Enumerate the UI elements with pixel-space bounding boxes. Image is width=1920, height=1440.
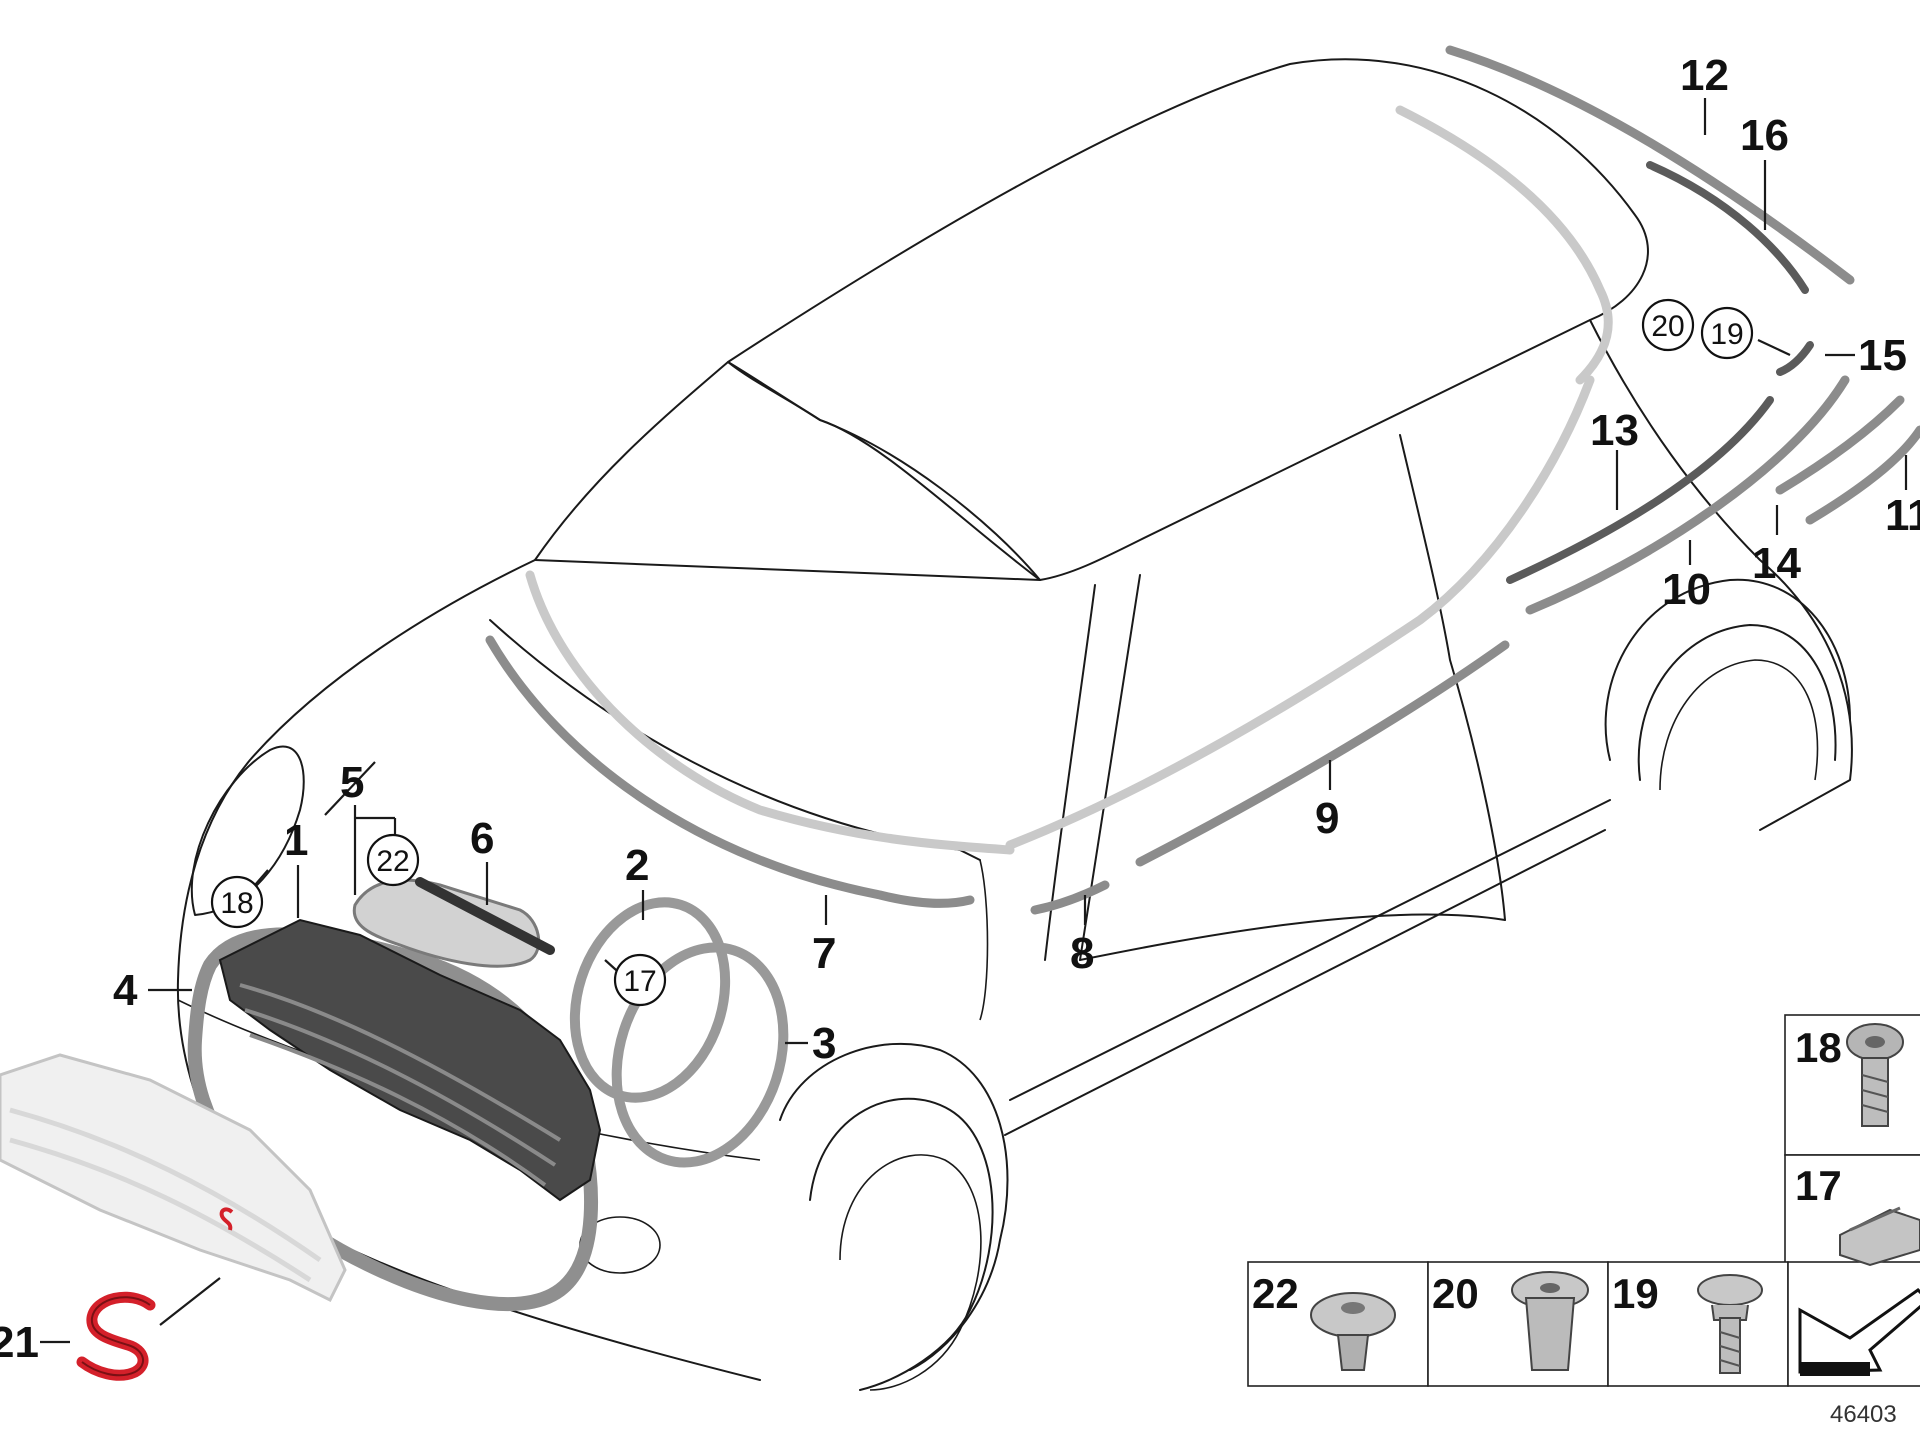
callout-labels: 1 2 3 4 5 6 7 8 9 10 11 12 13 14 15 16 2…: [0, 51, 1920, 1367]
callout-2: 2: [625, 841, 649, 890]
circled-22: 22: [366, 833, 420, 887]
svg-text:17: 17: [623, 965, 656, 998]
callout-15: 15: [1858, 331, 1907, 380]
roof-window-trim: [525, 105, 1613, 855]
callout-21: 21: [0, 1318, 39, 1367]
circled-17: 17: [613, 953, 667, 1007]
legend-label-22: 22: [1252, 1270, 1299, 1317]
callout-1: 1: [284, 816, 308, 865]
direction-arrow-icon: [1798, 1288, 1920, 1376]
callout-6: 6: [470, 814, 494, 863]
clip-22-icon: [1310, 1292, 1396, 1371]
legend-box-22: [1247, 1261, 1429, 1387]
car-body-outline: [176, 58, 1853, 1391]
legend-label-18: 18: [1795, 1024, 1842, 1071]
circled-19: 19: [1700, 306, 1754, 360]
fastener-legend: 18 17 22 20 19: [1247, 1014, 1920, 1387]
callout-8: 8: [1070, 929, 1094, 978]
callout-5: 5: [340, 758, 364, 807]
svg-text:18: 18: [220, 887, 253, 920]
legend-label-17: 17: [1795, 1162, 1842, 1209]
svg-text:22: 22: [376, 845, 409, 878]
callout-16: 16: [1740, 111, 1789, 160]
trim-strips: [485, 45, 1920, 915]
diagram-reference-number: 46403: [1830, 1401, 1897, 1428]
legend-label-20: 20: [1432, 1270, 1479, 1317]
svg-text:20: 20: [1651, 310, 1684, 343]
circled-references: 18 22 17 20 19: [210, 298, 1754, 1007]
svg-text:19: 19: [1710, 318, 1743, 351]
callout-12: 12: [1680, 51, 1729, 100]
callout-7: 7: [812, 929, 836, 978]
circled-20: 20: [1641, 298, 1695, 352]
callout-13: 13: [1590, 406, 1639, 455]
grille-assembly: [187, 877, 789, 1312]
alternate-grille: [0, 1053, 347, 1303]
legend-box-19: [1607, 1261, 1789, 1387]
nut-20-icon: [1511, 1271, 1589, 1371]
clip-17-icon: [1839, 1206, 1920, 1267]
callout-3: 3: [812, 1019, 836, 1068]
callout-10: 10: [1662, 565, 1711, 614]
callout-4: 4: [113, 966, 138, 1015]
leader-lines: [40, 98, 1908, 1344]
circled-18: 18: [210, 875, 264, 929]
callout-9: 9: [1315, 794, 1339, 843]
s-badge-icon: [76, 1207, 234, 1381]
legend-label-19: 19: [1612, 1270, 1659, 1317]
screw-19-icon: [1697, 1274, 1763, 1374]
callout-14: 14: [1752, 539, 1801, 588]
screw-18-icon: [1846, 1023, 1904, 1127]
callout-11: 11: [1885, 491, 1920, 540]
